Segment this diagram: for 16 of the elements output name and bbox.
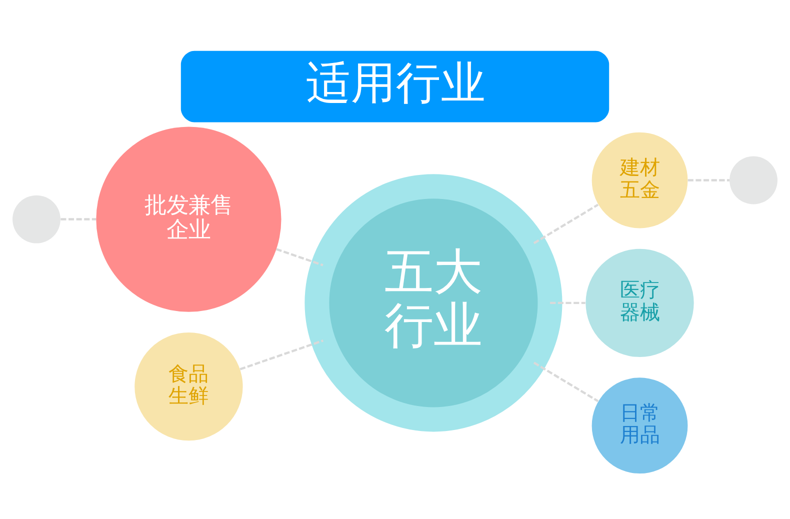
node-circle: 食品生鲜 [134,332,243,440]
node-circle: 医疗器械 [586,248,694,357]
node-circle: 五大行业 [304,174,562,432]
connector [550,301,586,304]
connector [276,248,324,266]
connector [688,178,730,181]
connector [533,203,599,244]
node-circle [12,194,60,243]
node-circle: 批发兼售企业 [96,126,282,312]
connector [240,339,324,370]
node-circle: 日常用品 [592,377,688,474]
node-circle: 建材五金 [592,132,688,228]
connector [60,218,96,220]
connector [533,361,599,402]
node-circle [730,156,778,204]
diagram-title: 适用行业 [306,56,486,108]
